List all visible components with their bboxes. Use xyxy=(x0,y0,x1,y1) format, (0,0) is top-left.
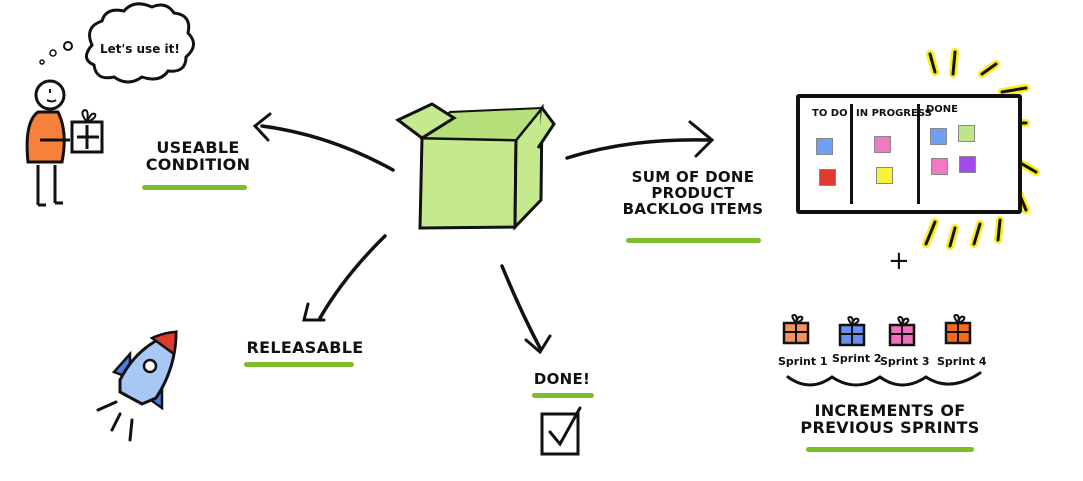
increments-line-1: INCREMENTS OF xyxy=(814,401,966,420)
thought-bubble xyxy=(39,2,195,84)
done-underline xyxy=(532,393,594,398)
gift-icon xyxy=(782,313,810,345)
sticky-progress-1 xyxy=(874,136,891,153)
sprint-2-label: Sprint 2 xyxy=(832,352,882,365)
sticky-todo-1 xyxy=(816,138,833,155)
sprint-3-label: Sprint 3 xyxy=(880,355,930,368)
sum-line-2: PRODUCT xyxy=(651,183,735,202)
increments-label: INCREMENTS OF PREVIOUS SPRINTS xyxy=(790,401,990,437)
sum-underline xyxy=(626,238,761,243)
sticky-done-4 xyxy=(959,156,976,173)
useable-underline xyxy=(142,185,247,190)
sprint-gifts xyxy=(782,313,982,387)
useable-condition-label: USEABLE CONDITION xyxy=(138,138,258,174)
open-box-icon xyxy=(395,102,556,231)
releasable-underline xyxy=(244,362,354,367)
sticky-todo-2 xyxy=(819,169,836,186)
releasable-label: RELEASABLE xyxy=(246,338,364,357)
column-todo: TO DO xyxy=(812,108,848,119)
sum-of-done-label: SUM OF DONE PRODUCT BACKLOG ITEMS xyxy=(618,168,768,218)
column-done: DONE xyxy=(926,104,959,115)
sticky-done-1 xyxy=(930,128,947,145)
board-divider-1 xyxy=(850,104,853,204)
sum-line-1: SUM OF DONE xyxy=(631,168,755,186)
sprint-4-label: Sprint 4 xyxy=(937,355,987,368)
rocket-icon xyxy=(96,329,178,442)
thought-bubble-text: Let's use it! xyxy=(100,42,180,56)
done-label: DONE! xyxy=(533,370,591,388)
useable-line-2: CONDITION xyxy=(145,154,251,174)
person-with-gift-illustration xyxy=(25,79,104,207)
sticky-done-2 xyxy=(958,125,975,142)
plus-sign: + xyxy=(887,246,911,276)
board-divider-2 xyxy=(917,104,920,204)
useable-line-1: USEABLE xyxy=(156,138,240,157)
sum-line-3: BACKLOG ITEMS xyxy=(622,199,764,218)
sticky-progress-2 xyxy=(876,167,893,184)
scrum-board: TO DO IN PROGRESS DONE xyxy=(796,94,1022,214)
sticky-done-3 xyxy=(931,158,948,175)
increments-underline xyxy=(806,447,974,452)
checkbox-checked-icon xyxy=(540,406,582,456)
sprint-1-label: Sprint 1 xyxy=(778,355,828,368)
column-in-progress: IN PROGRESS xyxy=(856,108,932,119)
increments-line-2: PREVIOUS SPRINTS xyxy=(800,417,980,437)
